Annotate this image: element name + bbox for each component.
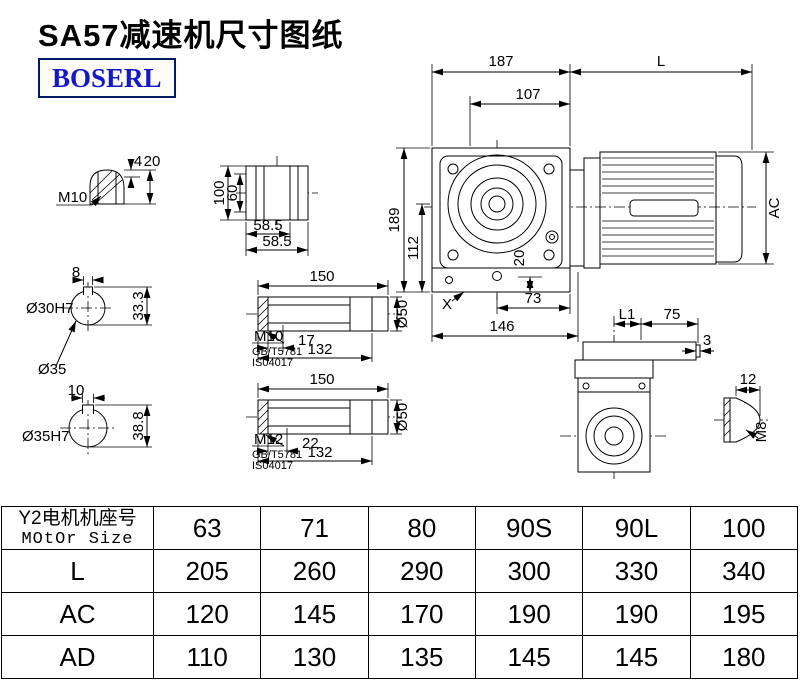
table-row-AD: AD 110 130 135 145 145 180 <box>1 635 799 679</box>
value-L-90S: 300 <box>474 549 584 593</box>
value-AD-80: 135 <box>367 635 476 679</box>
brand-logo: BOSERL <box>38 58 176 98</box>
dim-107: 107 <box>515 86 540 103</box>
dia-50-1: Ø50 <box>394 300 411 328</box>
dia-50-2: Ø50 <box>394 403 411 431</box>
hollow-shaft-bore-30: 8 Ø30H7 33.3 Ø35 <box>26 264 152 378</box>
dim-112: 112 <box>405 236 422 260</box>
motor-size-100: 100 <box>689 506 799 550</box>
hollow-shaft-bore-35: 10 Ø35H7 38.8 <box>22 382 152 456</box>
value-L-100: 340 <box>689 549 799 593</box>
dim-132-1: 132 <box>307 341 332 358</box>
thread-M10-label: M10 <box>58 189 87 206</box>
value-AD-90L: 145 <box>582 635 691 679</box>
motor-size-71: 71 <box>260 506 369 550</box>
shaft-end-detail: M10 4 20 <box>56 153 161 207</box>
dim-75: 75 <box>664 306 681 323</box>
dimension-table: Y2电机机座号 MOtOr Size 63 71 80 90S 90L 100 … <box>1 506 799 679</box>
motor-size-90S: 90S <box>474 506 584 550</box>
output-shaft-section-1: 150 M10 GB/T5781 IS04017 17 132 Ø50 <box>246 268 411 369</box>
motor-size-header: Y2电机机座号 MOtOr Size <box>1 506 154 550</box>
technical-drawing: 187 L 107 189 112 20 73 146 <box>22 53 783 480</box>
outer-35-label: Ø35 <box>38 361 66 378</box>
motor-nameplate <box>629 199 699 217</box>
dim-58-5-b: 58.5 <box>262 233 291 250</box>
table-row-motor-size: Y2电机机座号 MOtOr Size 63 71 80 90S 90L 100 <box>1 506 799 550</box>
motor-size-header-cn: Y2电机机座号 <box>18 507 137 529</box>
fan-cover <box>715 155 743 263</box>
dim-L1: L1 <box>619 306 636 323</box>
dim-150-1: 150 <box>309 268 334 285</box>
value-AC-90S: 190 <box>474 592 584 636</box>
dim-L: L <box>657 53 665 70</box>
motor-body <box>569 151 743 269</box>
dim-10: 10 <box>68 382 85 399</box>
main-view: 187 L 107 189 112 20 73 146 <box>386 53 783 342</box>
row-label-L: L <box>1 549 154 593</box>
value-AD-63: 110 <box>152 635 262 679</box>
motor-size-80: 80 <box>367 506 476 550</box>
row-label-AC: AC <box>1 592 154 636</box>
value-AC-63: 120 <box>152 592 262 636</box>
motor-size-90L: 90L <box>582 506 691 550</box>
dim-132-2: 132 <box>307 444 332 461</box>
value-AC-71: 145 <box>260 592 369 636</box>
dim-73: 73 <box>525 290 542 307</box>
dim-17: 17 <box>298 332 315 349</box>
shaft-end-m8-detail: 12 M8 <box>714 371 770 443</box>
value-AC-90L: 190 <box>582 592 691 636</box>
dim-20: 20 <box>511 250 528 267</box>
table-row-AC: AC 120 145 170 190 190 195 <box>1 592 799 636</box>
value-L-63: 205 <box>152 549 262 593</box>
dim-189: 189 <box>386 207 403 232</box>
dim-100: 100 <box>211 180 228 205</box>
dim-20-detail: 20 <box>144 153 161 170</box>
label-X: X <box>442 296 452 313</box>
value-AC-80: 170 <box>367 592 476 636</box>
dim-8: 8 <box>72 264 80 281</box>
dim-AC: AC <box>766 197 783 218</box>
dim-33-3: 33.3 <box>130 291 147 320</box>
table-row-L: L 205 260 290 300 330 340 <box>1 549 799 593</box>
flange-view: 100 60 58.5 58.5 <box>211 156 318 256</box>
dim-146: 146 <box>489 318 514 335</box>
side-view: L1 75 3 <box>560 306 714 480</box>
dim-187: 187 <box>488 53 513 70</box>
dim-150-2: 150 <box>309 371 334 388</box>
page-title: SA57减速机尺寸图纸 <box>38 18 344 53</box>
dim-38-8: 38.8 <box>130 411 147 440</box>
value-AD-71: 130 <box>260 635 369 679</box>
motor-size-header-en: MOtOr Size <box>21 529 134 549</box>
value-AD-100: 180 <box>689 635 799 679</box>
dim-3: 3 <box>703 332 711 349</box>
value-AD-90S: 145 <box>474 635 584 679</box>
value-L-80: 290 <box>367 549 476 593</box>
value-AC-100: 195 <box>689 592 799 636</box>
motor-size-63: 63 <box>152 506 262 550</box>
dim-4: 4 <box>134 153 142 170</box>
output-shaft-section-2: 150 M12 GB/T5781 IS04017 22 132 Ø50 <box>246 371 411 472</box>
bore-35-label: Ø35H7 <box>22 428 70 445</box>
value-L-90L: 330 <box>582 549 691 593</box>
value-L-71: 260 <box>260 549 369 593</box>
dim-12: 12 <box>740 371 757 388</box>
bore-30-label: Ø30H7 <box>26 300 74 317</box>
dim-58-5-a: 58.5 <box>253 217 282 234</box>
dim-M8: M8 <box>753 422 770 443</box>
dim-60: 60 <box>224 185 241 202</box>
output-flange-circles <box>447 154 547 254</box>
row-label-AD: AD <box>1 635 154 679</box>
dim-22: 22 <box>302 435 319 452</box>
